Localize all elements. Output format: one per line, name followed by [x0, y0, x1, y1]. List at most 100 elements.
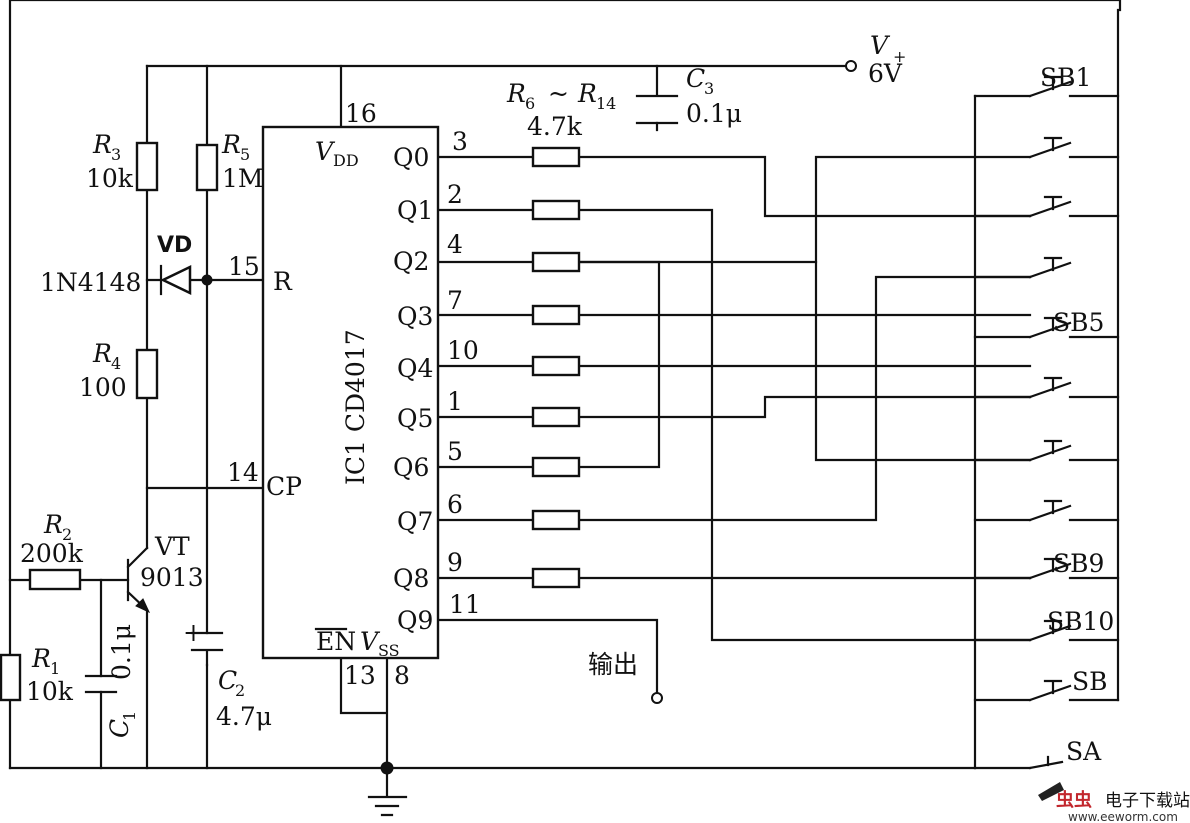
- r2-ref: R: [43, 510, 63, 539]
- power-value: 6V: [868, 59, 903, 88]
- output-q7-pin: 6: [447, 490, 463, 519]
- ic-en-label: EN: [316, 627, 356, 656]
- r2-resistor: [28, 568, 82, 591]
- sb1-label: SB1: [1040, 63, 1091, 92]
- vt-part: 9013: [140, 563, 204, 592]
- r1-value: 10k: [26, 677, 74, 706]
- watermark-logo-icon: [1038, 782, 1064, 801]
- c2-ref-sub: 2: [235, 681, 245, 700]
- vd-part: 1N4148: [40, 268, 141, 297]
- r4-ref: R: [92, 339, 112, 368]
- capacitors: [84, 94, 679, 694]
- output-q4-name: Q4: [397, 354, 433, 383]
- r7-resistor: [531, 199, 581, 221]
- wiring: [8, 0, 1122, 817]
- r3-value: 10k: [86, 164, 134, 193]
- c1-value-rotated: 0.1μ: [107, 624, 136, 680]
- switch-sb9: [1028, 557, 1072, 580]
- ic-pin-15: 15: [228, 252, 260, 281]
- c3-ref-sub: 3: [704, 79, 714, 98]
- output-terminal: [651, 692, 663, 704]
- r1-resistor: [0, 653, 22, 702]
- output-label: 输出: [588, 650, 638, 679]
- pushbutton-switches: [1028, 75, 1072, 770]
- ic-name-rotated: IC1 CD4017: [341, 329, 370, 485]
- output-q5-pin: 1: [447, 387, 463, 416]
- r3-ref: R: [92, 130, 112, 159]
- ic-vss-label: V: [360, 627, 381, 656]
- c3-value: 0.1μ: [686, 99, 742, 128]
- r2-value: 200k: [20, 539, 84, 568]
- c1-value: 0.1μ: [107, 624, 136, 680]
- ic-name: IC1 CD4017: [341, 329, 370, 485]
- switch-sb10: [1028, 619, 1072, 642]
- watermark-text: 电子下载站: [1105, 791, 1190, 811]
- power-symbol-sub: +: [893, 47, 906, 66]
- c1-ref: C: [105, 719, 134, 738]
- c2-ref: C: [218, 666, 237, 695]
- r3-ref-sub: 3: [111, 145, 121, 164]
- r14-ref-sub: 14: [596, 94, 616, 113]
- sb5-label: SB5: [1053, 308, 1104, 337]
- output-q1-pin: 2: [447, 180, 463, 209]
- c1-capacitor: [84, 674, 118, 694]
- power-terminal: V + 6V: [845, 31, 906, 88]
- r5-ref: R: [221, 130, 241, 159]
- r5-ref-sub: 5: [240, 145, 250, 164]
- resistor-bodies: [0, 141, 581, 702]
- vt-ref: VT: [154, 532, 190, 561]
- power-symbol: V: [870, 31, 891, 60]
- vd-ref: VD: [157, 233, 192, 258]
- watermark: 虫虫 电子下载站 www.eeworm.com: [1038, 782, 1190, 823]
- switch-7: [1028, 439, 1072, 462]
- output-q8-name: Q8: [393, 564, 429, 593]
- sa-label: SA: [1066, 737, 1102, 766]
- ic-clock-label: CP: [266, 472, 302, 501]
- r-range-tilde: ~: [548, 79, 569, 108]
- r4-resistor: [135, 348, 159, 400]
- r1-ref: R: [31, 644, 51, 673]
- output-q6-name: Q6: [393, 453, 429, 482]
- sb10-label: SB10: [1047, 607, 1114, 636]
- c2-value: 4.7μ: [216, 702, 272, 731]
- output-q9-name: Q9: [397, 606, 433, 635]
- r2-ref-sub: 2: [62, 525, 72, 544]
- sb9-label: SB9: [1053, 549, 1104, 578]
- r5-value: 1M: [222, 164, 264, 193]
- switch-3: [1028, 195, 1072, 218]
- ic-vdd-label: V: [315, 137, 336, 166]
- c3-ref: C: [686, 64, 705, 93]
- output-q3-name: Q3: [397, 302, 433, 331]
- r14-resistor: [531, 567, 581, 589]
- ic-pin-16: 16: [345, 99, 377, 128]
- switch-sb1: [1028, 75, 1072, 98]
- switch-8: [1028, 499, 1072, 522]
- r6-ref: R: [506, 79, 526, 108]
- switch-4: [1028, 256, 1072, 279]
- diode-vd: [159, 264, 192, 296]
- r8-resistor: [531, 251, 581, 273]
- ic-output-labels: Q0 3 Q1 2 Q2 4 Q3 7 Q4 10 Q5 1 Q6 5 Q7 6…: [393, 127, 481, 635]
- output-q7-name: Q7: [397, 507, 433, 536]
- switch-sb5: [1028, 316, 1072, 339]
- output-q0-pin: 3: [452, 127, 468, 156]
- ic-pin-8: 8: [394, 661, 410, 690]
- output-q9-pin: 11: [449, 590, 481, 619]
- c1-ref-rotated: C 1: [105, 711, 139, 738]
- r4-value: 100: [79, 373, 127, 402]
- switch-6: [1028, 376, 1072, 399]
- r6-ref-sub: 6: [525, 94, 535, 113]
- transistor-emitter-arrow: [135, 598, 151, 614]
- junction-dots: [201, 274, 394, 775]
- c2-capacitor: [190, 631, 224, 667]
- c3-capacitor: [635, 94, 679, 125]
- output-q2-name: Q2: [393, 247, 429, 276]
- switch-sa: [1028, 755, 1064, 770]
- c2-polarity: +: [183, 618, 204, 647]
- r12-resistor: [531, 456, 581, 478]
- c1-ref-sub: 1: [120, 711, 139, 721]
- ic-vdd-sub: DD: [333, 151, 359, 170]
- ic-reset-label: R: [273, 267, 293, 296]
- output-q4-pin: 10: [447, 336, 479, 365]
